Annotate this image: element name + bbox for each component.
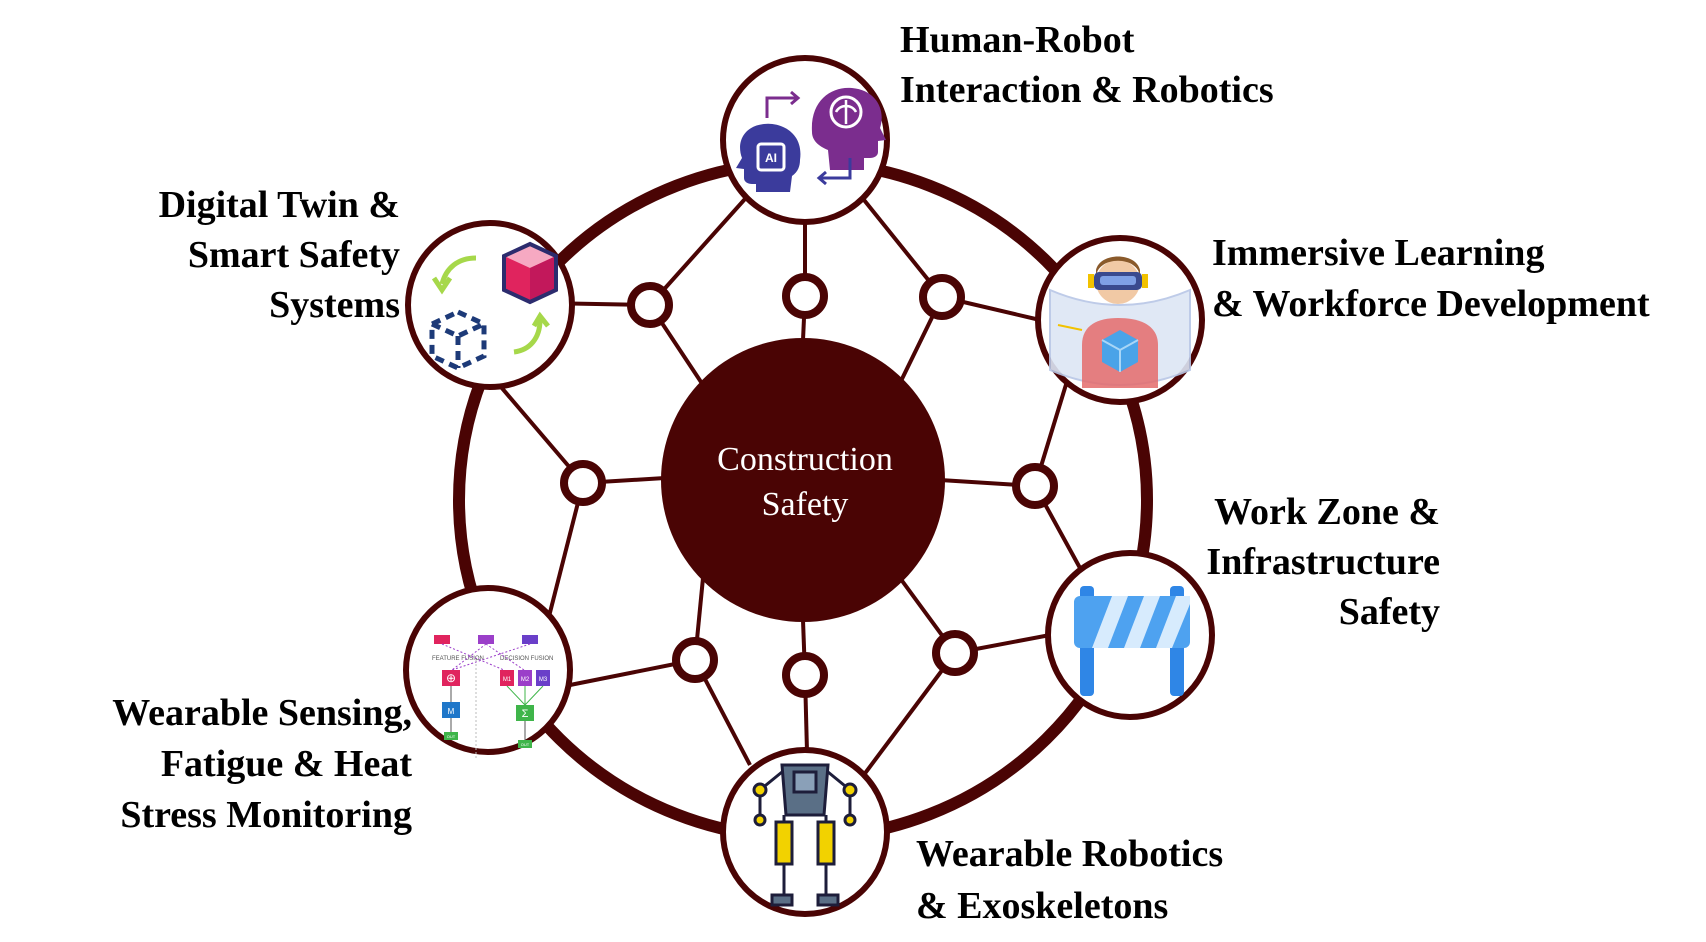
label-work-zone-3: Safety bbox=[1339, 591, 1440, 633]
node-human-robot: AI bbox=[720, 55, 890, 225]
junction-circle bbox=[672, 637, 718, 683]
label-work-zone-1: Work Zone & bbox=[1214, 491, 1440, 533]
label-wearable-robotics-1: Wearable Robotics bbox=[916, 833, 1223, 875]
junction-circle bbox=[782, 652, 828, 698]
label-digital-twin-1: Digital Twin & bbox=[159, 184, 400, 226]
vr-headset-worker-icon bbox=[1049, 256, 1191, 388]
ai-brain-icon: AI bbox=[736, 87, 886, 192]
svg-text:Σ: Σ bbox=[522, 708, 529, 720]
central-hub: Construction Safety bbox=[661, 338, 945, 622]
label-work-zone-2: Infrastructure bbox=[1206, 541, 1440, 583]
node-digital-twin bbox=[405, 220, 575, 390]
road-barrier-icon bbox=[1074, 586, 1190, 696]
label-digital-twin-3: Systems bbox=[269, 284, 400, 326]
label-wearable-sensing-3: Stress Monitoring bbox=[120, 794, 412, 836]
center-label-line1: Construction bbox=[717, 441, 893, 478]
svg-text:AI: AI bbox=[765, 151, 777, 165]
svg-text:DECISION FUSION: DECISION FUSION bbox=[500, 656, 553, 662]
svg-text:M3: M3 bbox=[539, 677, 548, 683]
svg-text:M1: M1 bbox=[503, 677, 512, 683]
junction-circle bbox=[782, 273, 828, 319]
label-wearable-sensing-2: Fatigue & Heat bbox=[161, 743, 413, 785]
sensor-fusion-flowchart-icon: FEATURE FUSION DECISION FUSION ⊕ M OUT bbox=[432, 635, 553, 760]
exoskeleton-robot-icon bbox=[752, 763, 858, 907]
junction-circles bbox=[560, 273, 1058, 698]
label-wearable-robotics-2: & Exoskeletons bbox=[916, 885, 1168, 927]
node-work-zone bbox=[1045, 550, 1215, 720]
hub-circle bbox=[661, 338, 945, 622]
svg-text:FEATURE FUSION: FEATURE FUSION bbox=[432, 656, 484, 662]
node-immersive-learning bbox=[1035, 235, 1205, 405]
node-circle bbox=[405, 220, 575, 390]
node-wearable-sensing: FEATURE FUSION DECISION FUSION ⊕ M OUT bbox=[403, 585, 573, 760]
svg-text:OUT: OUT bbox=[521, 742, 530, 747]
svg-text:M: M bbox=[448, 707, 455, 716]
svg-text:OUT: OUT bbox=[447, 734, 456, 739]
label-immersive-2: & Workforce Development bbox=[1212, 283, 1650, 325]
center-label-line2: Safety bbox=[762, 486, 849, 523]
junction-circle bbox=[919, 274, 965, 320]
junction-circle bbox=[932, 630, 978, 676]
label-human-robot-2: Interaction & Robotics bbox=[900, 69, 1274, 111]
digital-twin-cube-icon bbox=[429, 241, 558, 371]
label-human-robot-1: Human-Robot bbox=[900, 19, 1135, 61]
junction-circle bbox=[1012, 463, 1058, 509]
label-wearable-sensing-1: Wearable Sensing, bbox=[112, 692, 412, 734]
junction-circle bbox=[627, 282, 673, 328]
node-wearable-robotics bbox=[720, 747, 890, 917]
label-digital-twin-2: Smart Safety bbox=[188, 234, 400, 276]
label-immersive-1: Immersive Learning bbox=[1212, 232, 1544, 274]
svg-text:⊕: ⊕ bbox=[446, 671, 456, 685]
svg-text:M2: M2 bbox=[521, 677, 530, 683]
junction-circle bbox=[560, 460, 606, 506]
